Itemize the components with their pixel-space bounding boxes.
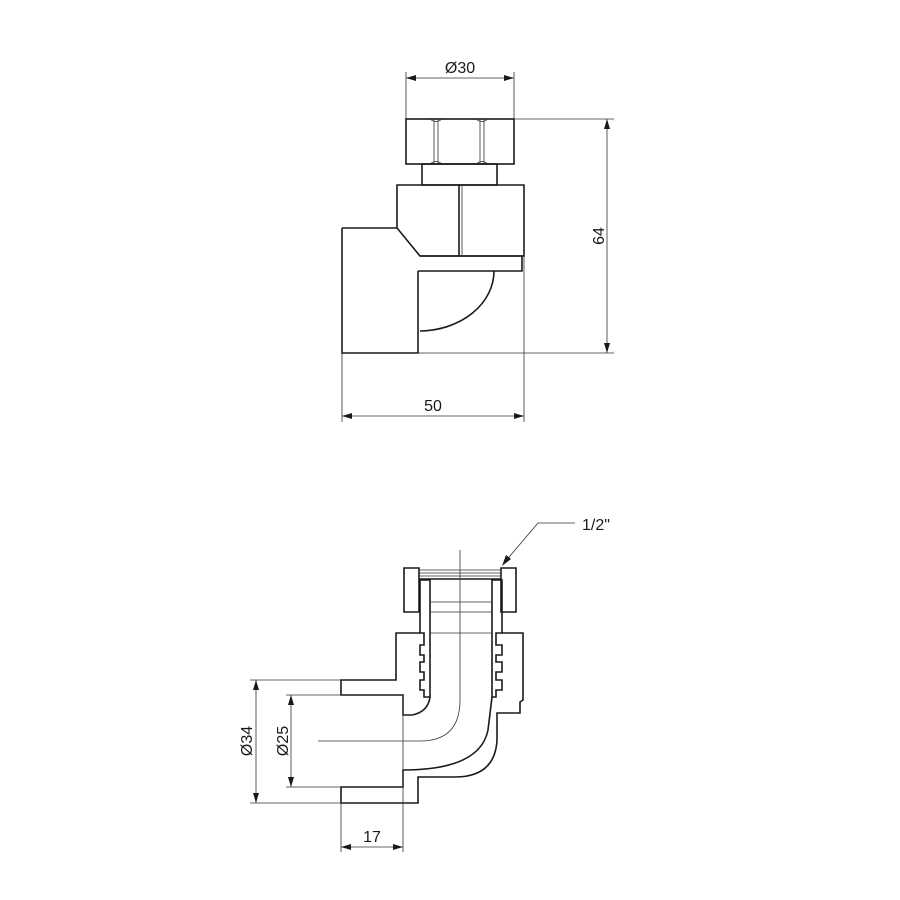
upper-body — [396, 184, 525, 257]
dim-label-nut-diameter: Ø30 — [445, 60, 475, 77]
front-view: Ø30 64 50 — [341, 60, 614, 422]
dim-label-socket-depth: 17 — [363, 829, 381, 846]
neck — [421, 163, 498, 186]
dim-label-inner-diameter: Ø25 — [275, 726, 292, 756]
dim-label-width: 50 — [424, 398, 442, 415]
dim-label-outer-diameter: Ø34 — [239, 726, 256, 756]
section-view: 1/2" Ø34 Ø25 17 — [239, 517, 610, 852]
side-socket — [341, 227, 419, 354]
union-nut — [405, 118, 515, 165]
centerline — [318, 550, 461, 742]
thread-leader — [503, 522, 575, 564]
thread-callout: 1/2" — [582, 517, 610, 534]
dim-label-height: 64 — [591, 227, 608, 245]
elbow-body — [340, 632, 431, 716]
